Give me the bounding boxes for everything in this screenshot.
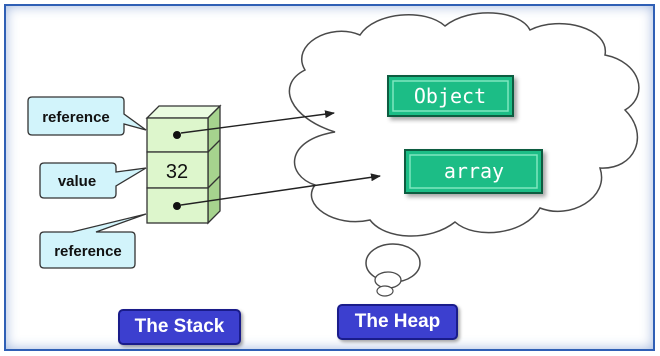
arrow-to-array <box>180 173 381 206</box>
callout-reference-top: reference <box>27 96 147 136</box>
arrow-to-object <box>180 110 335 134</box>
thought-bubble-medium <box>374 271 402 289</box>
callout-value-label: value <box>58 173 96 190</box>
heap-caption: The Heap <box>337 304 458 340</box>
stack-cell-middle <box>146 151 209 189</box>
stack-block: 32 <box>145 104 222 225</box>
heap-array-box: array <box>404 149 543 194</box>
stack-value: 32 <box>166 161 188 183</box>
reference-dot-bottom <box>173 202 181 210</box>
thought-bubble-small <box>376 285 394 297</box>
callout-value: value <box>39 162 147 199</box>
reference-dot-top <box>173 131 181 139</box>
heap-object-label: Object <box>414 84 486 108</box>
callout-reference-bottom-label: reference <box>54 243 122 260</box>
callout-reference-bottom: reference <box>39 213 147 269</box>
callout-reference-top-label: reference <box>42 109 110 126</box>
heap-array-label: array <box>444 159 504 183</box>
stack-caption: The Stack <box>118 309 241 345</box>
heap-object-box: Object <box>387 75 514 117</box>
